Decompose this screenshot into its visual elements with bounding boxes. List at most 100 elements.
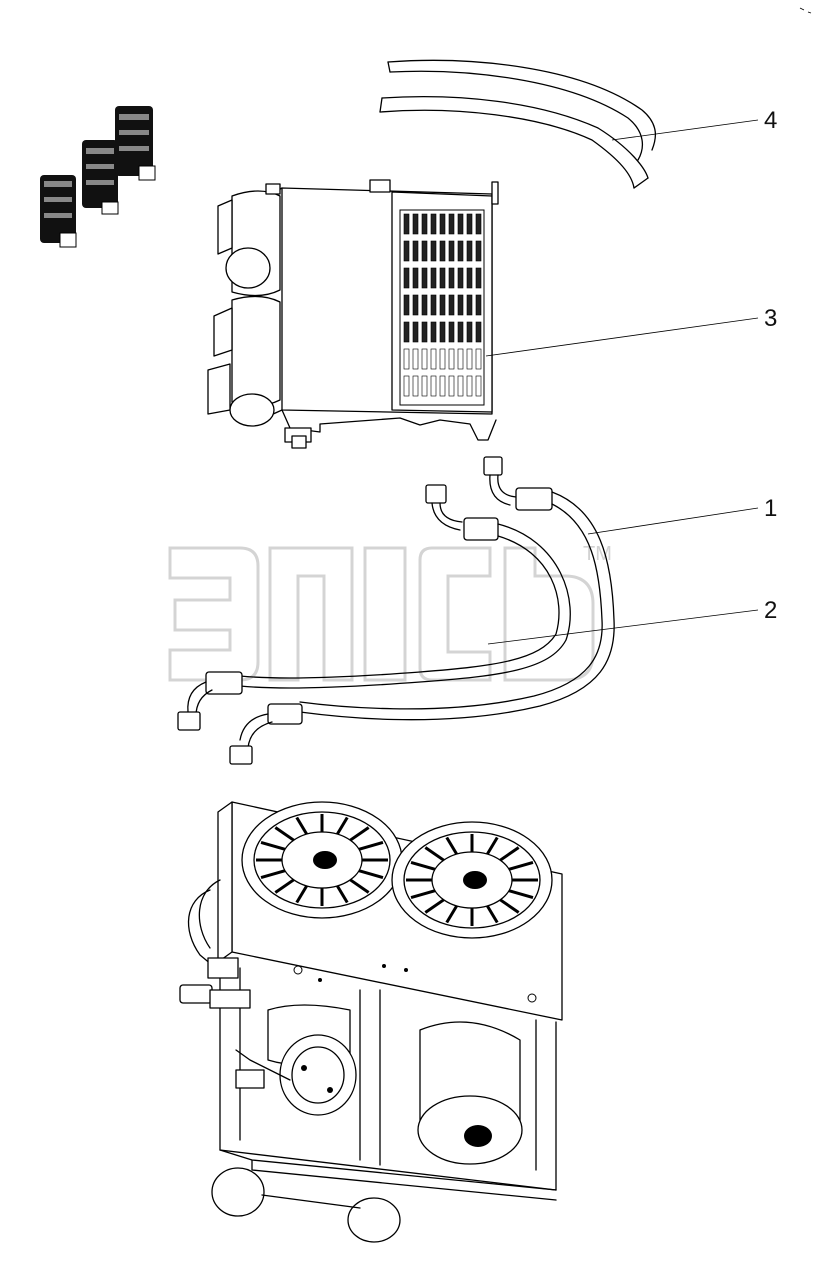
grille-slot (403, 294, 410, 316)
fan-blade (410, 889, 436, 900)
grille-slot (448, 375, 455, 397)
grille-slot (421, 321, 428, 343)
grille-slot (475, 267, 482, 289)
grille-slot (466, 375, 473, 397)
fan-blade (295, 885, 308, 904)
grille-slot (448, 348, 455, 370)
grille-slot (439, 375, 446, 397)
grille-slot (403, 240, 410, 262)
grille-slot (457, 375, 464, 397)
fan-blade (424, 898, 445, 914)
grille-slot (448, 240, 455, 262)
grille-slot (457, 321, 464, 343)
grille-slot (412, 213, 419, 235)
fan-blade (445, 905, 458, 924)
corner-mark (799, 7, 812, 14)
condenser-unit-icon (179, 801, 563, 1243)
grille-slot (430, 240, 437, 262)
grille-slot (475, 348, 482, 370)
grille-slot (412, 375, 419, 397)
hose-strip-icon (379, 59, 656, 189)
fan-blade (349, 878, 370, 894)
fan-blade (486, 836, 499, 855)
hose-clamp-2 (82, 140, 119, 215)
grille-slot (403, 267, 410, 289)
fan-blade (445, 836, 458, 855)
grille-slot (466, 240, 473, 262)
grille-slot (430, 348, 437, 370)
grille-slot (439, 267, 446, 289)
fan-blade (358, 869, 384, 880)
grille-slot (457, 294, 464, 316)
grille-slot (403, 375, 410, 397)
callout-1: 1 (764, 495, 777, 522)
grille-slot (430, 267, 437, 289)
grille-slot (421, 267, 428, 289)
evaporator-grille (403, 213, 482, 397)
grille-slot (430, 213, 437, 235)
grille-slot (466, 294, 473, 316)
grille-slot (475, 294, 482, 316)
fan-blade (274, 878, 295, 894)
grille-slot (439, 348, 446, 370)
grille-slot (403, 213, 410, 235)
grille-slot (439, 294, 446, 316)
grille-slot (403, 348, 410, 370)
grille-slot (475, 375, 482, 397)
grille-slot (430, 294, 437, 316)
grille-slot (430, 375, 437, 397)
leader-4 (611, 119, 759, 141)
grille-slot (439, 321, 446, 343)
hose-clamp-3 (115, 106, 156, 181)
callout-3: 3 (764, 305, 777, 332)
callout-4: 4 (764, 107, 777, 134)
hose-clamp-icon (40, 106, 156, 248)
grille-slot (466, 213, 473, 235)
leader-2 (487, 609, 759, 645)
grille-slot (412, 240, 419, 262)
refrigerant-lines-icon (177, 456, 615, 765)
evaporator-unit-icon (207, 179, 499, 449)
fan-blade (274, 826, 295, 842)
grille-slot (475, 321, 482, 343)
fan-blade (410, 860, 436, 871)
grille-slot (466, 348, 473, 370)
grille-slot (457, 240, 464, 262)
grille-slot (466, 321, 473, 343)
grille-slot (430, 321, 437, 343)
grille-slot (457, 213, 464, 235)
grille-slot (448, 294, 455, 316)
grille-slot (466, 267, 473, 289)
grille-slot (421, 240, 428, 262)
fan-blade (336, 885, 349, 904)
hose-clamp-1 (40, 175, 77, 248)
fan-right-icon (391, 821, 553, 939)
fan-blade (499, 898, 520, 914)
grille-slot (421, 294, 428, 316)
fan-blade (424, 846, 445, 862)
grille-slot (421, 348, 428, 370)
fan-left-blades (256, 814, 388, 906)
fan-blade (336, 816, 349, 835)
fan-blade (295, 816, 308, 835)
leader-1 (587, 507, 759, 535)
fan-blade (508, 860, 534, 871)
fan-left-icon (241, 801, 403, 919)
grille-slot (412, 294, 419, 316)
grille-slot (439, 213, 446, 235)
grille-slot (439, 240, 446, 262)
grille-slot (412, 321, 419, 343)
callout-2: 2 (764, 597, 777, 624)
grille-slot (448, 267, 455, 289)
grille-slot (421, 375, 428, 397)
grille-slot (457, 348, 464, 370)
line-1-top-fitting (483, 456, 503, 476)
callout-leaders (485, 119, 759, 645)
leader-3 (485, 317, 759, 357)
grille-slot (475, 240, 482, 262)
grille-slot (412, 348, 419, 370)
fan-right-blades (406, 834, 538, 926)
fan-blade (358, 840, 384, 851)
